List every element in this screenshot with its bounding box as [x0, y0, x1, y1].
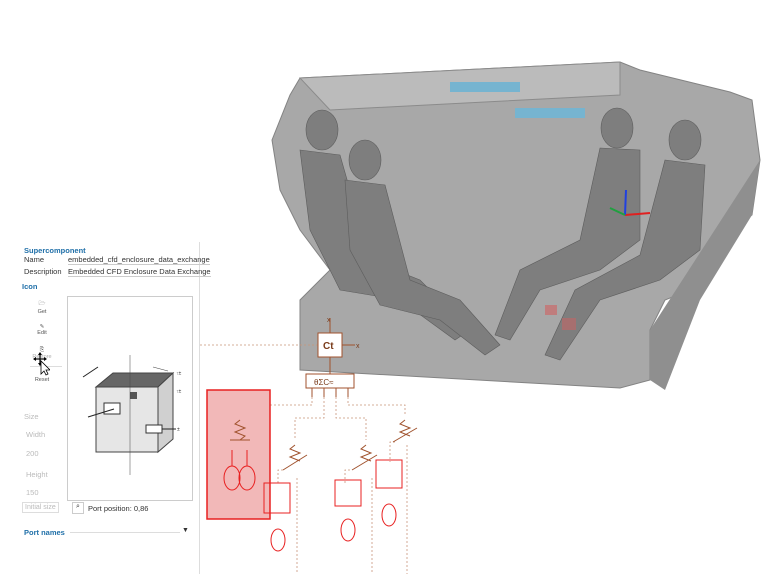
- properties-panel: Supercomponent Name embedded_cfd_enclosu…: [20, 242, 211, 574]
- axis-triad-icon: [609, 189, 651, 216]
- mannequin-head: [348, 139, 382, 181]
- enclosure-side: [650, 160, 760, 390]
- enclosure-icon: ↑± ↑± ±: [82, 355, 182, 475]
- heat-source: [562, 318, 576, 330]
- name-field[interactable]: embedded_cfd_enclosure_data_exchange: [68, 255, 210, 265]
- mannequin-body: [544, 159, 706, 361]
- window-glass: [450, 82, 520, 92]
- svg-text:±: ±: [177, 427, 180, 433]
- svg-text:↑±: ↑±: [176, 389, 182, 395]
- folder-open-icon: 🗁: [38, 301, 46, 307]
- supercomponent-heading: Supercomponent: [24, 246, 86, 255]
- move-cursor-icon: [33, 352, 50, 376]
- svg-text:↑±: ↑±: [176, 371, 182, 377]
- initial-size-button[interactable]: Initial size: [22, 502, 59, 513]
- get-button[interactable]: 🗁Get: [30, 300, 54, 315]
- icon-heading: Icon: [22, 282, 38, 291]
- width-input[interactable]: 200: [26, 449, 39, 458]
- mannequin-head: [600, 107, 634, 149]
- restore-button[interactable]: ⎘Restore: [30, 347, 54, 360]
- name-label: Name: [24, 255, 45, 264]
- mannequin-head: [305, 109, 339, 151]
- pencil-icon: ✎: [39, 324, 45, 330]
- width-label: Width: [26, 430, 46, 439]
- reset-button[interactable]: Reset: [34, 377, 50, 383]
- window-glass: [515, 108, 585, 118]
- mannequin-body: [344, 179, 501, 356]
- description-field[interactable]: Embedded CFD Enclosure Data Exchange: [68, 267, 211, 277]
- size-heading: Size: [24, 412, 39, 421]
- panel-divider: [199, 242, 200, 574]
- height-label: Height: [26, 470, 48, 479]
- mannequin-body: [494, 147, 641, 341]
- divider: [70, 532, 180, 533]
- description-label: Description: [24, 267, 62, 276]
- edit-button[interactable]: ✎Edit: [30, 324, 54, 336]
- port-position-label: Port position: 0,86: [88, 504, 149, 513]
- height-input[interactable]: 150: [26, 488, 39, 497]
- collapse-chevron-icon[interactable]: ▼: [182, 527, 189, 534]
- port-names-heading: Port names: [24, 528, 65, 537]
- mannequin-head: [668, 119, 702, 161]
- copy-icon: ⎘: [39, 347, 45, 353]
- zoom-icon[interactable]: ⌕: [72, 502, 84, 514]
- icon-preview[interactable]: ↑± ↑± ±: [67, 296, 193, 501]
- heat-source: [545, 305, 557, 315]
